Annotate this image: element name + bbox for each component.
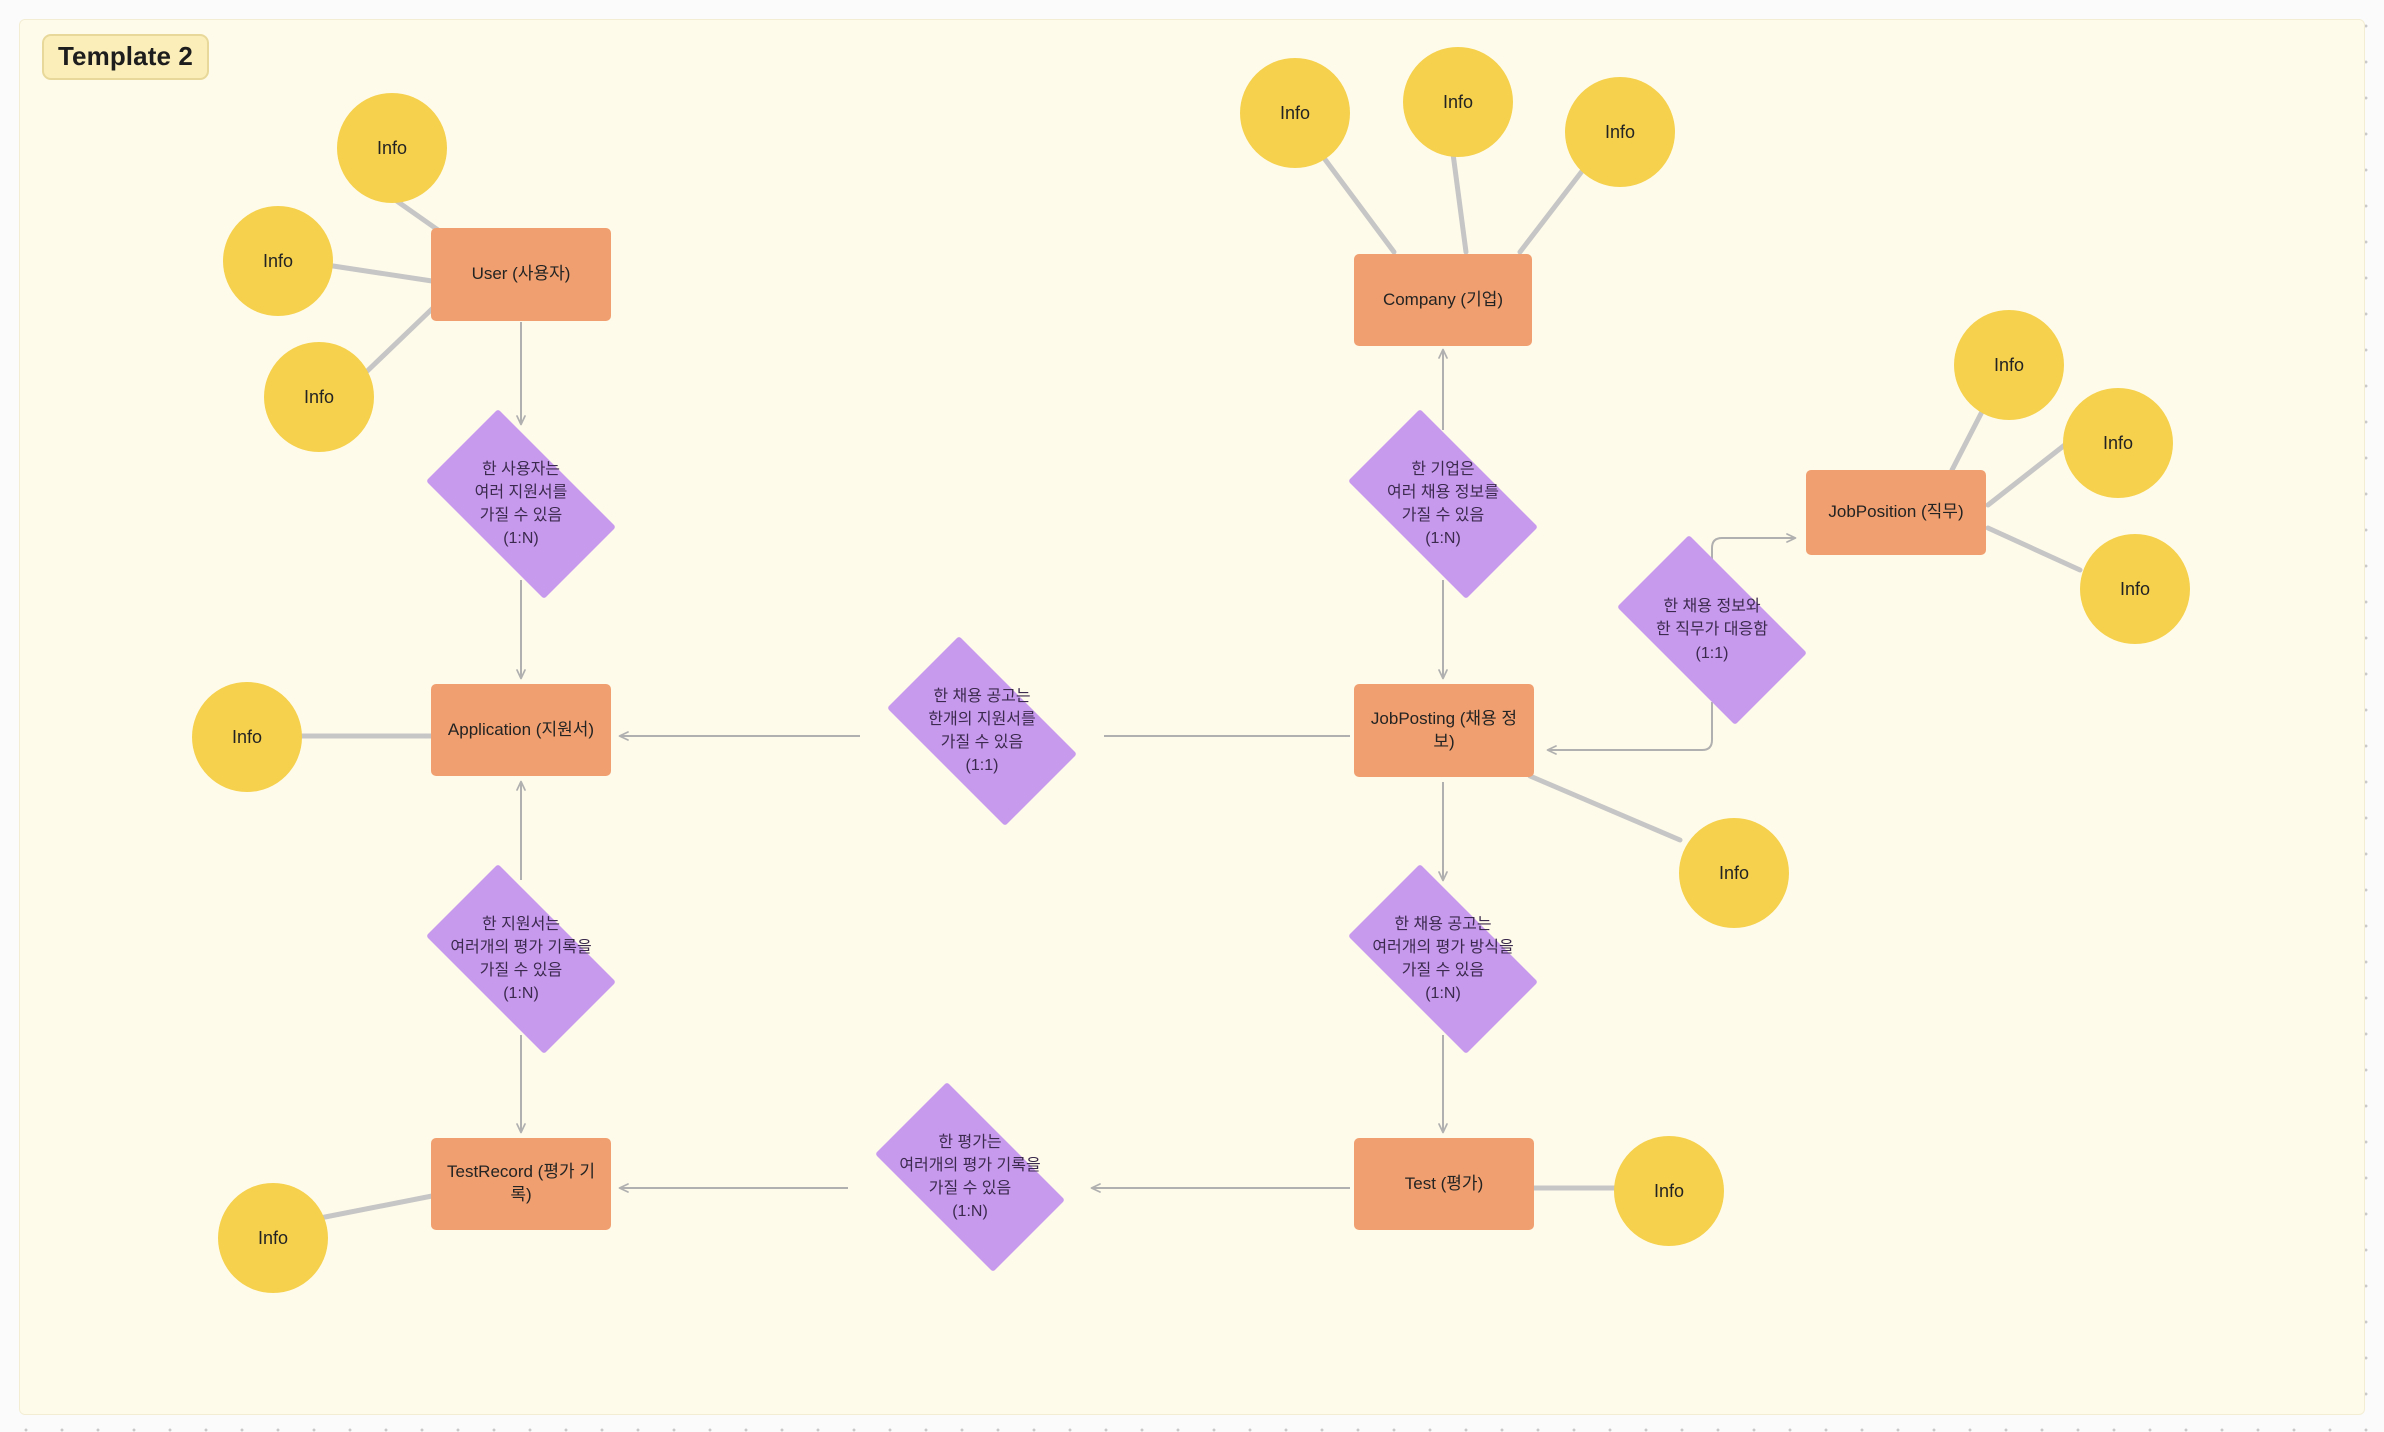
attribute-company-info-right[interactable]: Info	[1565, 77, 1675, 187]
attribute-label: Info	[376, 137, 408, 158]
entity-label: Application (지원서)	[447, 719, 595, 739]
attribute-label: Info	[2119, 578, 2151, 599]
relationship-label: 한 지원서는 여러개의 평가 기록을 가질 수 있음 (1:N)	[450, 915, 592, 1003]
attribute-jobposition-info-mid[interactable]: Info	[2063, 388, 2173, 498]
relationship-test-testrecord[interactable]: 한 평가는 여러개의 평가 기록을 가질 수 있음 (1:N)	[852, 1082, 1088, 1272]
attribute-label: Info	[1279, 102, 1311, 123]
attribute-company-info-center[interactable]: Info	[1403, 47, 1513, 157]
relationship-label: 한 평가는 여러개의 평가 기록을 가질 수 있음 (1:N)	[899, 1133, 1041, 1221]
attribute-user-info-top[interactable]: Info	[337, 93, 447, 203]
attribute-label: Info	[262, 250, 294, 271]
entity-company[interactable]: Company (기업)	[1354, 254, 1532, 346]
attribute-test-info[interactable]: Info	[1614, 1136, 1724, 1246]
relationship-jobposting-test[interactable]: 한 채용 공고는 여러개의 평가 방식을 가질 수 있음 (1:N)	[1325, 864, 1561, 1054]
entity-jobposition[interactable]: JobPosition (직무)	[1806, 470, 1986, 555]
attribute-label: Info	[303, 386, 335, 407]
entity-label: Company (기업)	[1382, 289, 1504, 309]
template-title-badge[interactable]: Template 2	[42, 34, 209, 80]
attribute-company-info-left[interactable]: Info	[1240, 58, 1350, 168]
attribute-label: Info	[231, 726, 263, 747]
attribute-label: Info	[1993, 354, 2025, 375]
entity-label: JobPosting (채용 정보)	[1370, 708, 1518, 751]
attribute-label: Info	[2102, 432, 2134, 453]
attribute-jobposition-info-top[interactable]: Info	[1954, 310, 2064, 420]
relationship-user-application[interactable]: 한 사용자는 여러 지원서를 가질 수 있음 (1:N)	[403, 409, 639, 599]
relationship-label: 한 채용 공고는 한개의 지원서를 가질 수 있음 (1:1)	[928, 687, 1036, 775]
relationship-jobposting-jobposition[interactable]: 한 채용 정보와 한 직무가 대응함 (1:1)	[1594, 535, 1830, 725]
attribute-testrecord-info[interactable]: Info	[218, 1183, 328, 1293]
relationship-label: 한 채용 정보와 한 직무가 대응함 (1:1)	[1656, 598, 1768, 662]
relationship-label: 한 사용자는 여러 지원서를 가질 수 있음 (1:N)	[474, 460, 568, 548]
attribute-jobposting-info[interactable]: Info	[1679, 818, 1789, 928]
attribute-label: Info	[1604, 121, 1636, 142]
relationship-label: 한 채용 공고는 여러개의 평가 방식을 가질 수 있음 (1:N)	[1372, 915, 1514, 1003]
relationship-jobposting-application[interactable]: 한 채용 공고는 한개의 지원서를 가질 수 있음 (1:1)	[864, 636, 1100, 826]
entity-user[interactable]: User (사용자)	[431, 228, 611, 321]
entity-label: TestRecord (평가 기록)	[446, 1162, 595, 1204]
relationship-label: 한 기업은 여러 채용 정보를 가질 수 있음 (1:N)	[1387, 460, 1499, 548]
attribute-application-info[interactable]: Info	[192, 682, 302, 792]
attribute-jobposition-info-bot[interactable]: Info	[2080, 534, 2190, 644]
attribute-label: Info	[1653, 1180, 1685, 1201]
entity-testrecord[interactable]: TestRecord (평가 기록)	[431, 1138, 611, 1230]
attribute-label: Info	[257, 1227, 289, 1248]
attribute-user-info-bottomleft[interactable]: Info	[264, 342, 374, 452]
attribute-label: Info	[1442, 91, 1474, 112]
attribute-label: Info	[1718, 862, 1750, 883]
entity-application[interactable]: Application (지원서)	[431, 684, 611, 776]
entity-label: User (사용자)	[471, 264, 571, 284]
entity-jobposting[interactable]: JobPosting (채용 정보)	[1354, 684, 1534, 777]
relationship-application-testrecord[interactable]: 한 지원서는 여러개의 평가 기록을 가질 수 있음 (1:N)	[403, 864, 639, 1054]
entity-label: Test (평가)	[1404, 1173, 1484, 1193]
relationship-company-jobposting[interactable]: 한 기업은 여러 채용 정보를 가질 수 있음 (1:N)	[1325, 409, 1561, 599]
entity-test[interactable]: Test (평가)	[1354, 1138, 1534, 1230]
attribute-user-info-left[interactable]: Info	[223, 206, 333, 316]
entity-label: JobPosition (직무)	[1828, 502, 1964, 522]
template-frame[interactable]: Template 2	[19, 19, 2365, 1415]
